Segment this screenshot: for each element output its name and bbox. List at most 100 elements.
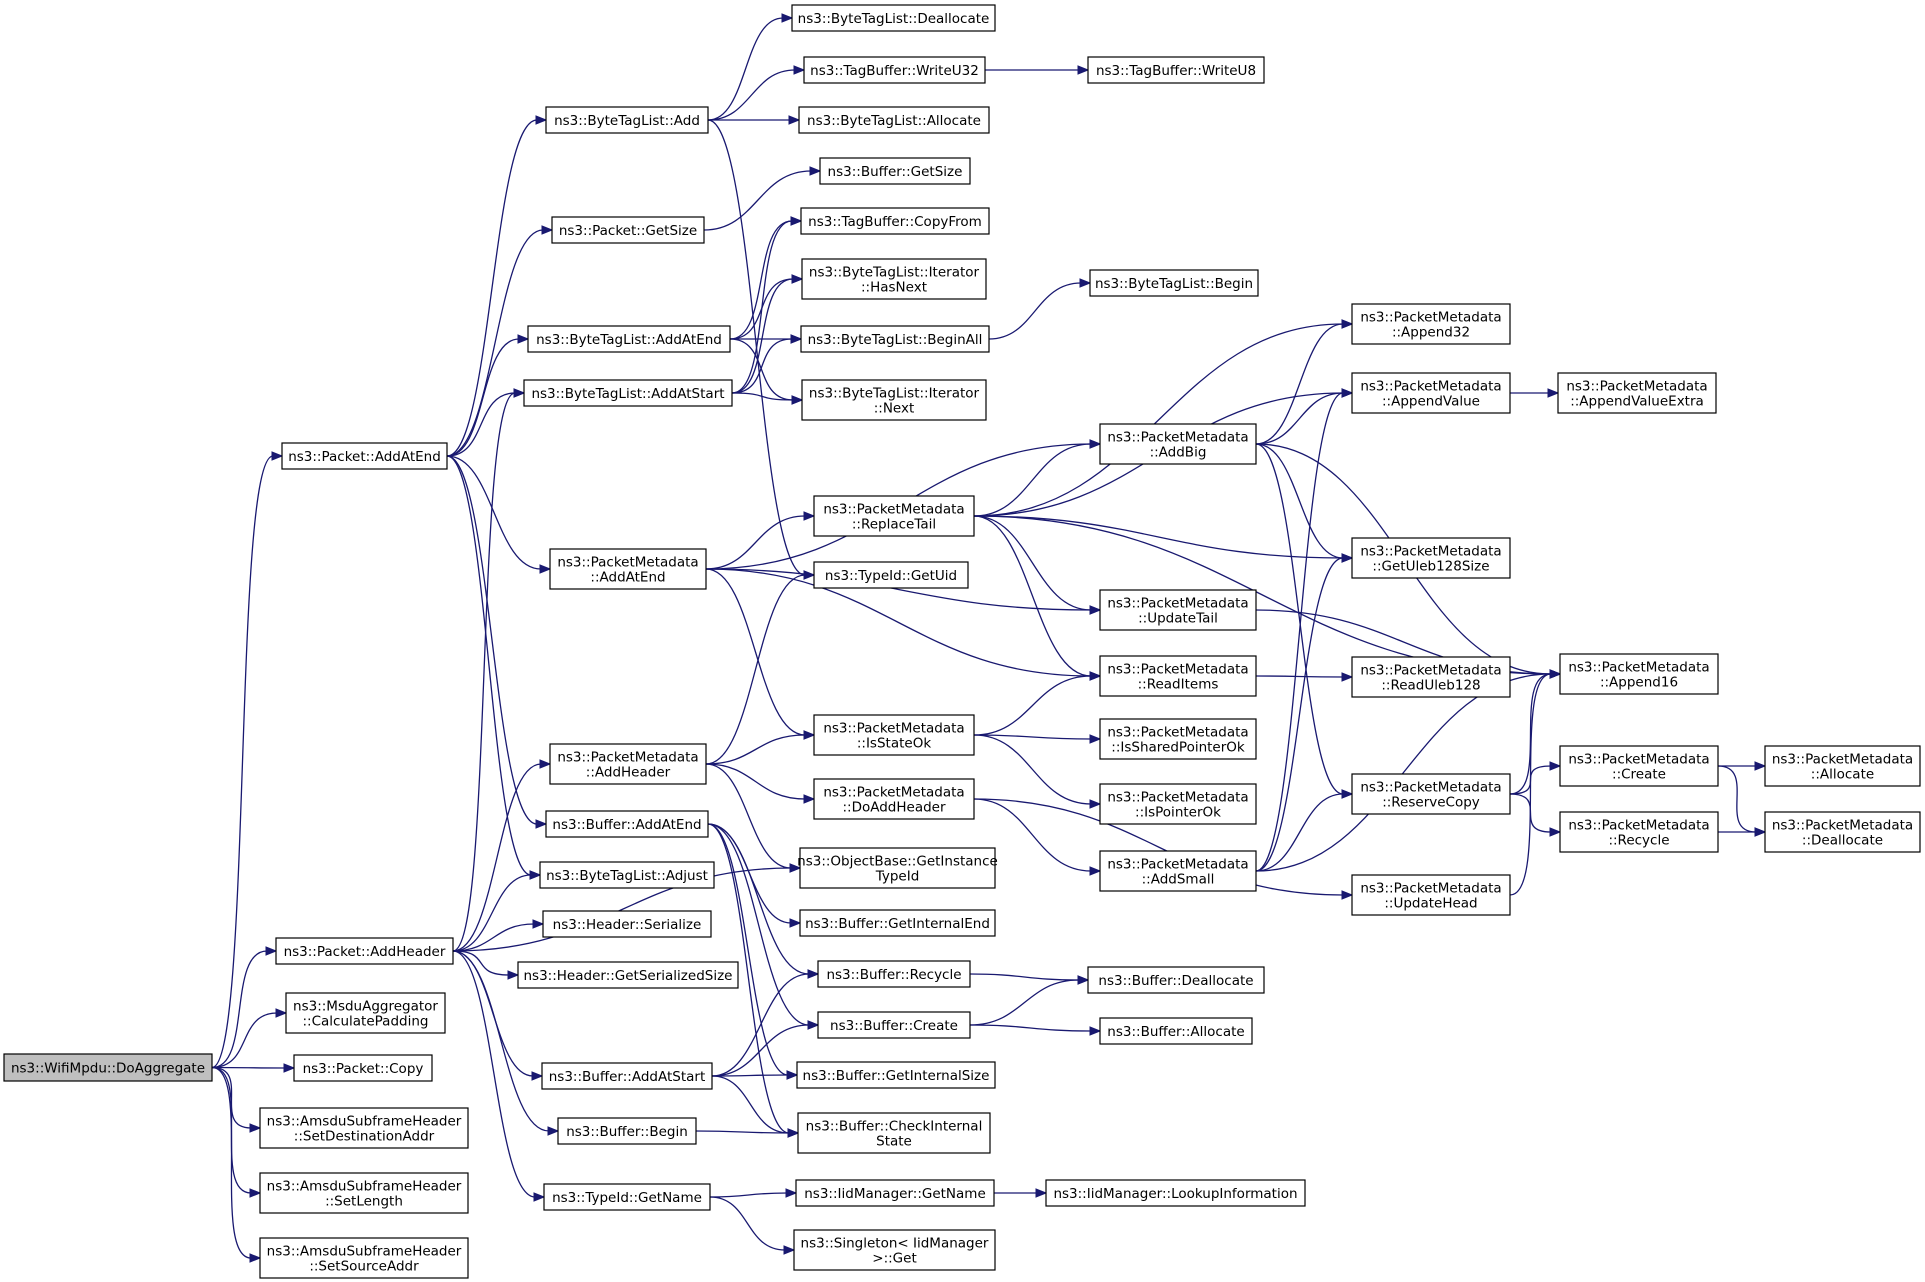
edge-line (211, 950, 268, 1069)
edge-line (705, 568, 1092, 611)
arrowhead-icon (531, 1071, 544, 1081)
edge-pkt_getsize-to-buf_getsize (703, 166, 822, 231)
edge-pkt_addatend-to-btl_addatend (446, 334, 530, 457)
node-typeid-getname[interactable]: ns3::TypeId::GetName (543, 1183, 711, 1211)
node-pm-dealloc[interactable]: ns3::PacketMetadata::Deallocate (1764, 811, 1921, 853)
node-pm-replacetail[interactable]: ns3::PacketMetadata::ReplaceTail (813, 495, 975, 537)
node-buf-begin[interactable]: ns3::Buffer::Begin (557, 1117, 697, 1145)
node-btl-alloc[interactable]: ns3::ByteTagList::Allocate (798, 106, 990, 134)
node-root[interactable]: ns3::WifiMpdu::DoAggregate (3, 1053, 213, 1082)
edge-line (711, 1024, 810, 1077)
edge-pm_updatehead-to-pm_append16 (1509, 669, 1562, 896)
node-amsdu-setdest[interactable]: ns3::AmsduSubframeHeader::SetDestination… (259, 1107, 469, 1149)
node-pm-create[interactable]: ns3::PacketMetadata::Create (1559, 745, 1719, 787)
node-pm-append16[interactable]: ns3::PacketMetadata::Append16 (1559, 653, 1719, 695)
node-box (1087, 966, 1265, 994)
edge-line (1717, 765, 1757, 833)
node-pkt-copy[interactable]: ns3::Packet::Copy (293, 1054, 433, 1082)
node-box (800, 325, 990, 353)
node-iid-getname[interactable]: ns3::IidManager::GetName (795, 1179, 995, 1207)
arrowhead-icon (283, 1063, 296, 1073)
node-pm-isstateok[interactable]: ns3::PacketMetadata::IsStateOk (813, 714, 975, 756)
node-tb-copyfrom[interactable]: ns3::TagBuffer::CopyFrom (800, 207, 990, 235)
node-pm-appendvalue[interactable]: ns3::PacketMetadata::AppendValue (1351, 372, 1511, 414)
node-label: ns3::PacketMetadata (1566, 379, 1707, 395)
node-iid-lookupinfo[interactable]: ns3::IidManager::LookupInformation (1045, 1179, 1306, 1207)
node-pm-updatehead[interactable]: ns3::PacketMetadata::UpdateHead (1351, 874, 1511, 916)
arrowhead-icon (1547, 388, 1560, 398)
node-pkt-getsize[interactable]: ns3::Packet::GetSize (551, 216, 705, 244)
edge-line (1255, 443, 1344, 559)
node-pm-issharedptrok[interactable]: ns3::PacketMetadata::IsSharedPointerOk (1099, 718, 1257, 760)
node-pm-appendvalueextra[interactable]: ns3::PacketMetadata::AppendValueExtra (1557, 372, 1717, 414)
node-box (517, 961, 739, 989)
node-box (799, 909, 996, 937)
node-label: ns3::Packet::AddHeader (284, 944, 446, 960)
node-msdu-calcpad[interactable]: ns3::MsduAggregator::CalculatePadding (285, 992, 446, 1034)
edge-pm_isstateok-to-pm_isptrok (973, 734, 1102, 809)
node-btl-addatstart[interactable]: ns3::ByteTagList::AddAtStart (523, 379, 733, 407)
node-label: State (876, 1134, 912, 1150)
arrowhead-icon (1089, 799, 1102, 809)
arrowhead-icon (1089, 866, 1102, 876)
node-btl-it-hasnext[interactable]: ns3::ByteTagList::Iterator::HasNext (801, 258, 987, 300)
node-pm-updatetail[interactable]: ns3::PacketMetadata::UpdateTail (1099, 589, 1257, 631)
node-buf-addatend[interactable]: ns3::Buffer::AddAtEnd (545, 810, 709, 838)
node-pkt-addheader[interactable]: ns3::Packet::AddHeader (275, 937, 454, 965)
node-pm-addheader[interactable]: ns3::PacketMetadata::AddHeader (549, 743, 707, 785)
node-pm-reservecopy[interactable]: ns3::PacketMetadata::ReserveCopy (1351, 773, 1511, 815)
node-buf-addatstart[interactable]: ns3::Buffer::AddAtStart (541, 1062, 713, 1090)
node-hdr-serialize[interactable]: ns3::Header::Serialize (542, 910, 712, 938)
node-pm-alloc[interactable]: ns3::PacketMetadata::Allocate (1764, 745, 1921, 787)
node-box (1099, 589, 1257, 631)
edge-line (446, 229, 544, 457)
edge-pkt_addheader-to-hdr_getsersize (452, 950, 520, 980)
node-label: ::AppendValue (1382, 394, 1480, 410)
node-box (259, 1237, 469, 1279)
node-singleton-get[interactable]: ns3::Singleton< IidManager>::Get (793, 1229, 996, 1271)
node-buf-create[interactable]: ns3::Buffer::Create (817, 1011, 971, 1039)
edge-pkt_addatend-to-buf_addatend (446, 455, 548, 829)
node-btl-beginall[interactable]: ns3::ByteTagList::BeginAll (800, 325, 990, 353)
edge-pkt_addheader-to-hdr_serialize (452, 919, 545, 952)
node-pm-readitems[interactable]: ns3::PacketMetadata::ReadItems (1099, 655, 1257, 697)
node-buf-getinternalsize[interactable]: ns3::Buffer::GetInternalSize (796, 1061, 996, 1089)
node-pm-recycle[interactable]: ns3::PacketMetadata::Recycle (1559, 811, 1719, 853)
node-buf-dealloc[interactable]: ns3::Buffer::Deallocate (1087, 966, 1265, 994)
node-label: ns3::PacketMetadata (1107, 662, 1248, 678)
node-amsdu-setsrc[interactable]: ns3::AmsduSubframeHeader::SetSourceAddr (259, 1237, 469, 1279)
node-typeid-getuid[interactable]: ns3::TypeId::GetUid (813, 561, 969, 589)
node-label: ::AddAtEnd (590, 570, 665, 586)
node-hdr-getsersize[interactable]: ns3::Header::GetSerializedSize (517, 961, 739, 989)
node-buf-getsize[interactable]: ns3::Buffer::GetSize (819, 157, 971, 185)
node-amsdu-setlen[interactable]: ns3::AmsduSubframeHeader::SetLength (259, 1172, 469, 1214)
node-pm-readuleb128[interactable]: ns3::PacketMetadata::ReadUleb128 (1351, 656, 1511, 698)
node-btl-it-next[interactable]: ns3::ByteTagList::Iterator::Next (801, 379, 987, 421)
node-buf-getinternalend[interactable]: ns3::Buffer::GetInternalEnd (799, 909, 996, 937)
node-btl-begin[interactable]: ns3::ByteTagList::Begin (1089, 269, 1259, 297)
node-btl-adjust[interactable]: ns3::ByteTagList::Adjust (539, 861, 715, 889)
node-pm-addsmall[interactable]: ns3::PacketMetadata::AddSmall (1099, 850, 1257, 892)
node-pm-isptrok[interactable]: ns3::PacketMetadata::IsPointerOk (1099, 783, 1257, 825)
edge-line (452, 950, 510, 976)
node-pm-doaddheader[interactable]: ns3::PacketMetadata::DoAddHeader (813, 778, 975, 820)
node-box (798, 106, 990, 134)
arrowhead-icon (807, 1020, 820, 1030)
node-pm-append32[interactable]: ns3::PacketMetadata::Append32 (1351, 303, 1511, 345)
node-pm-addatend[interactable]: ns3::PacketMetadata::AddAtEnd (549, 548, 707, 590)
node-pkt-addatend[interactable]: ns3::Packet::AddAtEnd (281, 442, 448, 470)
node-btl-add[interactable]: ns3::ByteTagList::Add (545, 106, 709, 134)
node-label: ::SetLength (325, 1194, 403, 1210)
node-pm-getuleb128size[interactable]: ns3::PacketMetadata::GetUleb128Size (1351, 537, 1511, 579)
node-buf-alloc[interactable]: ns3::Buffer::Allocate (1099, 1017, 1253, 1045)
node-btl-dealloc[interactable]: ns3::ByteTagList::Deallocate (791, 4, 996, 32)
node-label: ns3::PacketMetadata (1360, 780, 1501, 796)
node-tb-writeu32[interactable]: ns3::TagBuffer::WriteU32 (803, 56, 986, 84)
node-tb-writeu8[interactable]: ns3::TagBuffer::WriteU8 (1087, 56, 1265, 84)
node-pm-addbig[interactable]: ns3::PacketMetadata::AddBig (1099, 423, 1257, 465)
node-buf-recycle[interactable]: ns3::Buffer::Recycle (817, 960, 971, 988)
node-btl-addatend[interactable]: ns3::ByteTagList::AddAtEnd (527, 325, 731, 353)
node-box (1045, 1179, 1306, 1207)
